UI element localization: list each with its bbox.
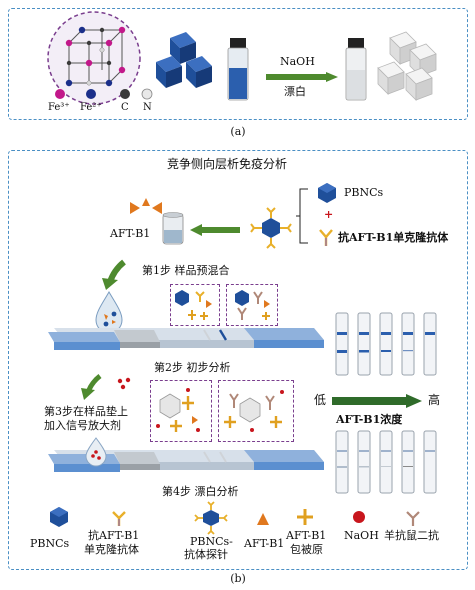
conc-high: 高 — [428, 393, 441, 407]
arrow-right-icon — [266, 72, 338, 82]
legend-antibody-l1: 抗AFT-B1 — [88, 529, 140, 542]
panel-a — [8, 8, 468, 120]
legend-pbnc-icon — [50, 507, 68, 527]
step3-line1: 第3步在样品垫上 — [44, 405, 128, 418]
step3-line2: 加入信号放大剂 — [44, 419, 121, 432]
conc-label: AFT-B1浓度 — [336, 413, 403, 426]
pbncs-label: PBNCs — [344, 186, 384, 199]
legend-c: C — [121, 102, 129, 113]
legend-naoh-icon — [353, 511, 365, 523]
legend-aft: AFT-B1 — [244, 537, 285, 550]
panel-b-title: 竞争侧向层析免疫分析 — [167, 157, 288, 171]
step4-label: 第4步 漂白分析 — [162, 485, 239, 498]
zoom-box-2 — [226, 284, 278, 326]
zoom-box-1 — [170, 284, 220, 326]
pbnc-cubes-icon — [156, 32, 212, 88]
pbnc-cube-icon — [318, 183, 336, 203]
sample-drop-icon-2 — [85, 437, 107, 467]
legend-naoh: NaOH — [344, 529, 379, 542]
bleached-cubes-icon — [377, 31, 437, 101]
caption-b: (b) — [230, 572, 246, 585]
antibody-icon — [319, 229, 333, 246]
panel-b — [8, 150, 468, 570]
legend-aft-icon — [257, 513, 269, 525]
legend-antibody-l2: 单克隆抗体 — [84, 543, 139, 556]
step1-label: 第1步 样品预混合 — [142, 264, 230, 277]
legend-coating-l1: AFT-B1 — [286, 529, 327, 542]
legend-fe3: Fe³⁺ — [48, 102, 70, 113]
caption-a: (a) — [230, 125, 246, 138]
zoom-box-4 — [218, 380, 294, 442]
legend-secondary-ab: 羊抗鼠二抗 — [384, 529, 439, 542]
legend-n: N — [143, 102, 152, 113]
legend-probe-l1: PBNCs- — [190, 535, 233, 548]
legend-antibody-icon — [112, 511, 126, 526]
aft-label: AFT-B1 — [110, 227, 151, 240]
zoom-content-4 — [224, 390, 284, 432]
arrow-left-icon — [190, 224, 240, 236]
test-strip-2 — [48, 450, 324, 472]
legend-probe-icon — [194, 501, 228, 535]
legend-fe2: Fe²⁺ — [80, 102, 102, 113]
aft-molecules-icon — [130, 198, 162, 214]
legend-pbncs: PBNCs — [30, 537, 70, 550]
vial-blue-icon — [227, 38, 249, 101]
arrow-down-icon — [102, 259, 126, 290]
result-strips-2 — [335, 430, 437, 494]
zoom-content-3 — [156, 388, 200, 432]
legend-coating-l2: 包被原 — [290, 543, 323, 556]
antibody-label: 抗AFT-B1单克隆抗体 — [338, 231, 449, 244]
zoom-content-1 — [175, 290, 212, 320]
arrow-top-label: NaOH — [280, 55, 315, 68]
legend-probe-l2: 抗体探针 — [184, 548, 228, 561]
pbnc-conjugate-icon — [250, 207, 292, 249]
zoom-content-2 — [235, 290, 270, 320]
result-strips-1 — [335, 312, 437, 376]
lattice-icon — [47, 11, 141, 105]
step2-label: 第2步 初步分析 — [154, 361, 231, 374]
sample-tube-icon — [162, 212, 184, 245]
legend-secondary-ab-icon — [406, 511, 420, 526]
conc-low: 低 — [314, 393, 327, 407]
naoh-dots-icon — [117, 377, 131, 390]
arrow-down-icon-2 — [81, 374, 102, 400]
test-strip-1 — [48, 328, 324, 350]
conc-arrow-icon — [332, 394, 422, 408]
zoom-box-3 — [150, 380, 212, 442]
bracket — [296, 188, 308, 244]
legend-coating-icon — [297, 509, 313, 525]
arrow-bottom-label: 漂白 — [284, 85, 306, 98]
plus-sign: + — [324, 208, 334, 221]
vial-clear-icon — [345, 38, 367, 101]
